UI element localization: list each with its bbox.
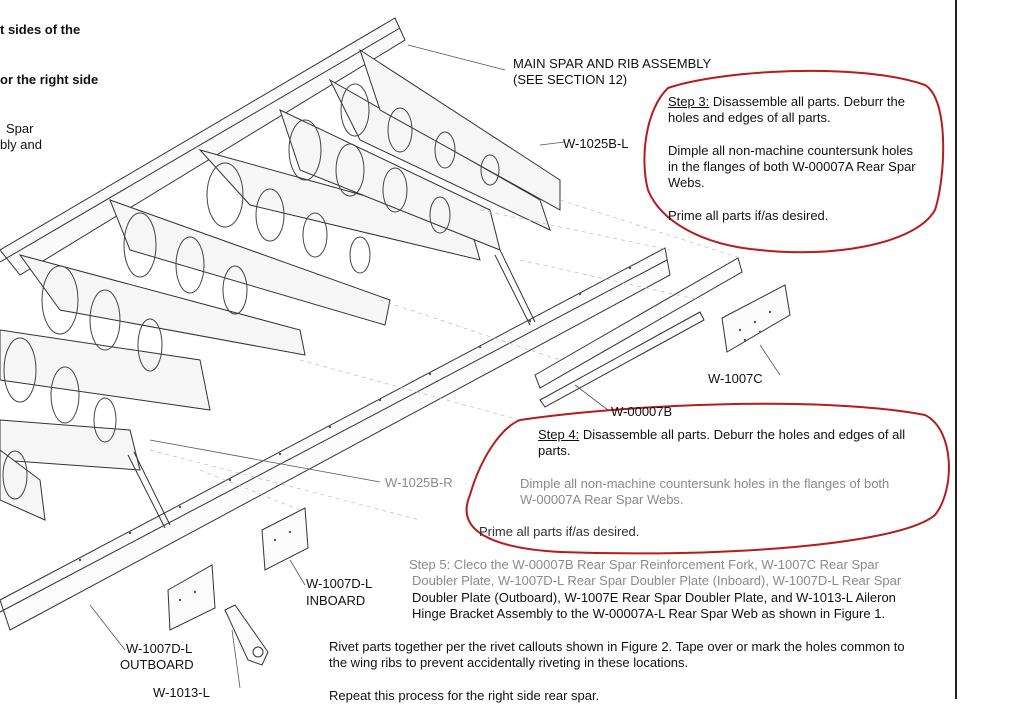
step4-line4: W-00007A Rear Spar Webs. bbox=[520, 492, 684, 507]
step5-line4: Hinge Bracket Assembly to the W-00007A-L… bbox=[412, 606, 886, 621]
rib-holes bbox=[2, 83, 500, 500]
left-fragment-4: bly and bbox=[0, 137, 42, 152]
left-fragment-1: t sides of the bbox=[0, 22, 81, 37]
label-w1007d-l-outboard: W-1007D-L bbox=[126, 641, 193, 656]
step4-title: Step 4: bbox=[538, 427, 580, 442]
step5-line6: the wing ribs to prevent accidentally ri… bbox=[329, 655, 689, 670]
step5-line3: Doubler Plate (Outboard), W-1007E Rear S… bbox=[412, 590, 896, 605]
label-inboard: INBOARD bbox=[306, 593, 366, 608]
step4-line3: Dimple all non-machine countersunk holes… bbox=[520, 476, 890, 491]
step4-line5: Prime all parts if/as desired. bbox=[479, 524, 640, 539]
main-spar-top bbox=[0, 17, 406, 276]
step4-annotation-circle bbox=[465, 402, 950, 555]
label-w1025b-l: W-1025B-L bbox=[563, 136, 629, 151]
left-fragment-2: or the right side bbox=[0, 72, 99, 87]
label-outboard: OUTBOARD bbox=[120, 657, 194, 672]
rear-spar-web bbox=[0, 247, 671, 631]
label-main-assembly-section: (SEE SECTION 12) bbox=[513, 72, 628, 87]
step4-line1: Step 4: Disassemble all parts. Deburr th… bbox=[538, 427, 905, 443]
doubler-plate-c bbox=[721, 284, 791, 353]
step3-text1: Disassemble all parts. Deburr the bbox=[709, 94, 906, 109]
step5-line7: Repeat this process for the right side r… bbox=[329, 688, 600, 703]
wing-ribs bbox=[0, 48, 561, 521]
step5-line5: Rivet parts together per the rivet callo… bbox=[329, 639, 905, 654]
step3-line5: Webs. bbox=[668, 175, 705, 190]
step3-line2: holes and edges of all parts. bbox=[668, 110, 831, 125]
page-frame-right bbox=[955, 0, 957, 699]
label-w00007b: W-00007B bbox=[611, 404, 673, 419]
alignment-dashes bbox=[149, 199, 741, 521]
label-w1025b-r: W-1025B-R bbox=[385, 475, 453, 490]
doubler-plate-outboard bbox=[167, 564, 216, 631]
leader-lines bbox=[89, 44, 781, 689]
reinforcement-fork bbox=[534, 257, 743, 389]
doubler-plate-inboard bbox=[261, 507, 309, 571]
label-w1007d-l-inboard: W-1007D-L bbox=[306, 576, 373, 591]
step3-line4: in the flanges of both W-00007A Rear Spa… bbox=[668, 159, 916, 174]
label-main-assembly: MAIN SPAR AND RIB ASSEMBLY bbox=[513, 56, 712, 71]
step4-line2: parts. bbox=[538, 443, 571, 458]
step3-annotation-circle bbox=[643, 69, 945, 254]
step5-line2: Doubler Plate, W-1007D-L Rear Spar Doubl… bbox=[412, 573, 902, 588]
rivet-holes bbox=[78, 266, 772, 602]
step3-line1: Step 3: Disassemble all parts. Deburr th… bbox=[668, 94, 905, 110]
step5-line1: Step 5: Cleco the W-00007B Rear Spar Rei… bbox=[409, 557, 879, 572]
label-w1007c: W-1007C bbox=[708, 371, 763, 386]
hinge-bracket bbox=[224, 604, 269, 666]
step3-line6: Prime all parts if/as desired. bbox=[668, 208, 829, 223]
step4-text1: Disassemble all parts. Deburr the holes … bbox=[579, 427, 906, 442]
label-w1013-l: W-1013-L bbox=[153, 685, 210, 700]
step3-title: Step 3: bbox=[668, 94, 710, 109]
left-fragment-3: Spar bbox=[6, 121, 34, 136]
step3-line3: Dimple all non-machine countersunk holes bbox=[668, 143, 913, 158]
